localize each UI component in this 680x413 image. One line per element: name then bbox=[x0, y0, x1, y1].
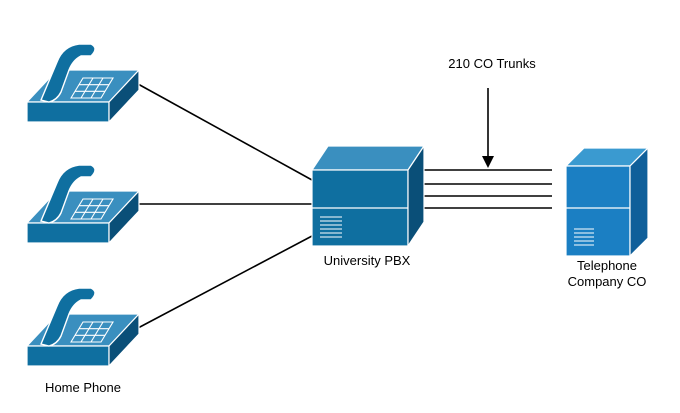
co-label-line1: Telephone bbox=[577, 258, 637, 273]
trunks-label: 210 CO Trunks bbox=[448, 56, 536, 71]
server-tower-icon bbox=[564, 146, 650, 258]
switch-cabinet-icon bbox=[310, 144, 426, 248]
co-trunk-lines bbox=[422, 169, 552, 209]
home-phone-label: Home Phone bbox=[45, 380, 121, 395]
trunks-arrow-icon bbox=[482, 88, 494, 168]
pbx-label: University PBX bbox=[323, 253, 411, 268]
co-label-line2: Company CO bbox=[567, 274, 647, 289]
link-phone-3-pbx bbox=[137, 235, 313, 329]
link-phone-1-pbx bbox=[137, 83, 313, 181]
telephone-icon bbox=[26, 164, 140, 244]
telephone-icon bbox=[26, 43, 140, 123]
telephone-icon bbox=[26, 287, 140, 367]
